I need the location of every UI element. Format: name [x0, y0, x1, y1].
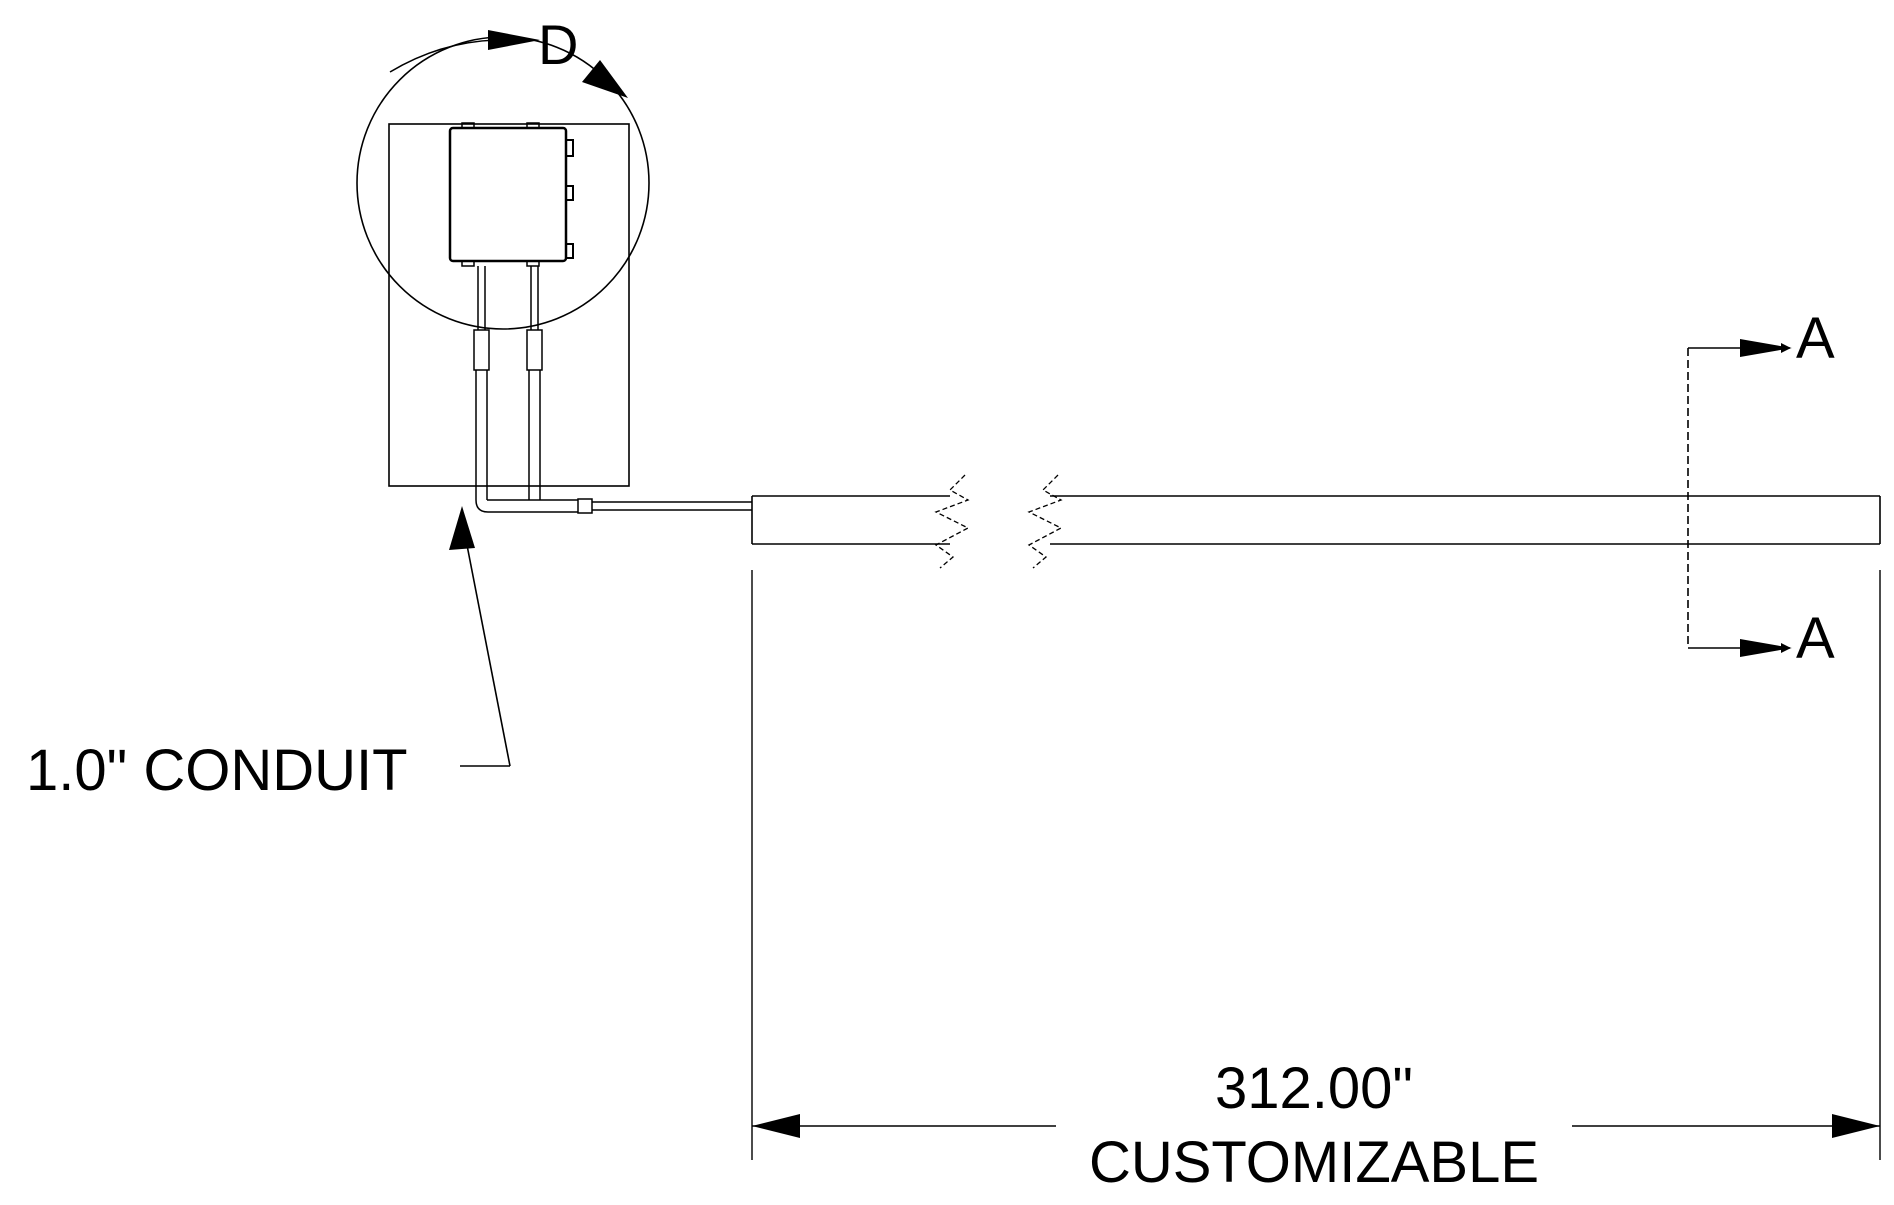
control-enclosure — [448, 122, 574, 267]
detail-arrow-right-icon — [582, 60, 628, 98]
dimension-arrow-left-icon — [752, 1114, 800, 1138]
detail-arc — [389, 39, 497, 73]
section-arrow-bottom-icon — [1740, 639, 1792, 657]
conduit-left — [473, 266, 490, 513]
conduit-right — [526, 266, 543, 500]
dimension-extension-lines — [751, 570, 1881, 1160]
dimension-arrow-right-icon — [1832, 1114, 1880, 1138]
conduit-horizontal — [487, 498, 752, 514]
dimension-note: CUSTOMIZABLE — [1089, 1130, 1539, 1195]
conduit-leader-arrow-icon — [449, 506, 475, 550]
break-line-right — [1027, 474, 1063, 569]
conduit-leader — [460, 539, 511, 767]
dimension-value: 312.00" — [1215, 1056, 1413, 1121]
mounting-panel — [388, 123, 630, 487]
conduit-label: 1.0" CONDUIT — [26, 738, 408, 803]
section-label-top: A — [1796, 306, 1835, 371]
detail-arrow-top-icon — [488, 30, 540, 50]
heated-rail — [751, 495, 1881, 545]
section-label-bottom: A — [1796, 606, 1835, 671]
detail-label: D — [538, 13, 578, 76]
break-line-left — [934, 474, 970, 569]
section-arrow-top-icon — [1740, 339, 1792, 357]
section-cut-line — [1687, 343, 1791, 653]
